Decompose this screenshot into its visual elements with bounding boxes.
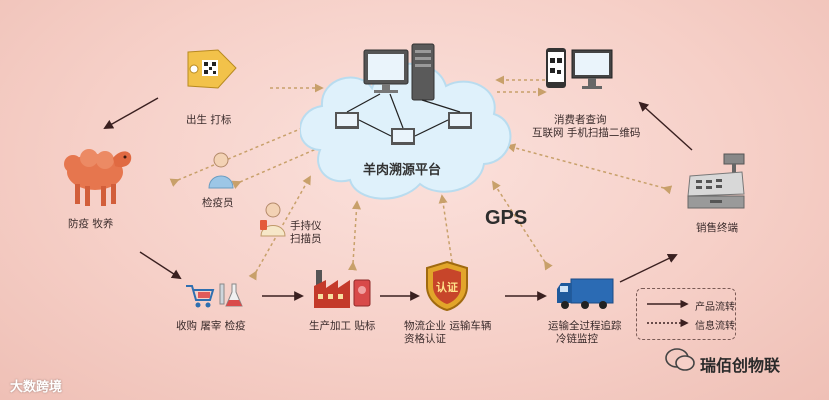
product-arrow-birth-to-epidemic	[103, 97, 159, 129]
transport-label-1: 运输全过程追踪	[548, 320, 622, 332]
product-flow-lines	[103, 97, 693, 301]
product-arrow-epidemic-to-purchase	[139, 251, 182, 280]
info-flow-lines	[169, 75, 673, 281]
info-arrow-sales	[506, 143, 673, 195]
truck-icon	[557, 278, 614, 309]
info-arrow-epidemic	[169, 122, 314, 187]
gps-label: GPS	[485, 207, 528, 229]
handheld-label-1: 手持仪	[290, 220, 322, 232]
factory-icon	[314, 270, 371, 308]
purchase-label: 收购 屠宰 检疫	[176, 320, 246, 332]
cash-register-icon	[687, 153, 745, 209]
sales-label: 销售终端	[696, 222, 738, 234]
product-arrow-transport-to-sales	[619, 253, 678, 283]
watermark-left: 大数跨境	[10, 380, 63, 395]
inspector-label: 检疫员	[202, 197, 234, 209]
product-arrow-sales-to-consumer	[638, 101, 693, 151]
ear-tag-icon	[187, 49, 237, 89]
logistics-label-2: 资格认证	[404, 333, 446, 345]
platform-title: 羊肉溯源平台	[362, 163, 441, 178]
scanner-person-icon	[260, 202, 286, 237]
wechat-icon	[665, 348, 695, 371]
sheep-icon	[64, 149, 132, 206]
birth-label: 出生 打标	[186, 114, 232, 126]
purchase-slaughter-icon	[186, 283, 243, 308]
legend-product-flow: 产品流转	[695, 302, 735, 313]
consumer-label-1: 消费者查询	[554, 114, 607, 126]
certificate-text: 认证	[436, 280, 458, 294]
inspector-person-icon	[208, 152, 234, 189]
legend-info-flow: 信息流转	[695, 321, 735, 332]
watermark-right: 瑞佰创物联	[700, 356, 781, 375]
info-arrow-transport	[492, 180, 553, 271]
legend-arrows	[647, 299, 689, 328]
consumer-label-2: 互联网 手机扫描二维码	[532, 127, 641, 139]
phone-monitor-icon	[546, 48, 613, 89]
epidemic-label: 防疫 牧养	[68, 218, 114, 230]
logistics-label-1: 物流企业 运输车辆	[404, 320, 492, 332]
cloud-platform-icon	[300, 43, 512, 200]
certificate-shield-icon: 认证	[426, 260, 468, 312]
info-arrow-logistics	[438, 194, 458, 270]
handheld-label-2: 扫描员	[290, 233, 322, 245]
processing-label: 生产加工 贴标	[309, 320, 376, 332]
transport-label-2: 冷链监控	[556, 333, 598, 345]
info-arrow-processing	[348, 200, 362, 271]
legend: 产品流转 信息流转	[636, 288, 736, 340]
info-arrow-purchase	[248, 175, 311, 281]
info-arrow-inspector	[231, 141, 332, 189]
